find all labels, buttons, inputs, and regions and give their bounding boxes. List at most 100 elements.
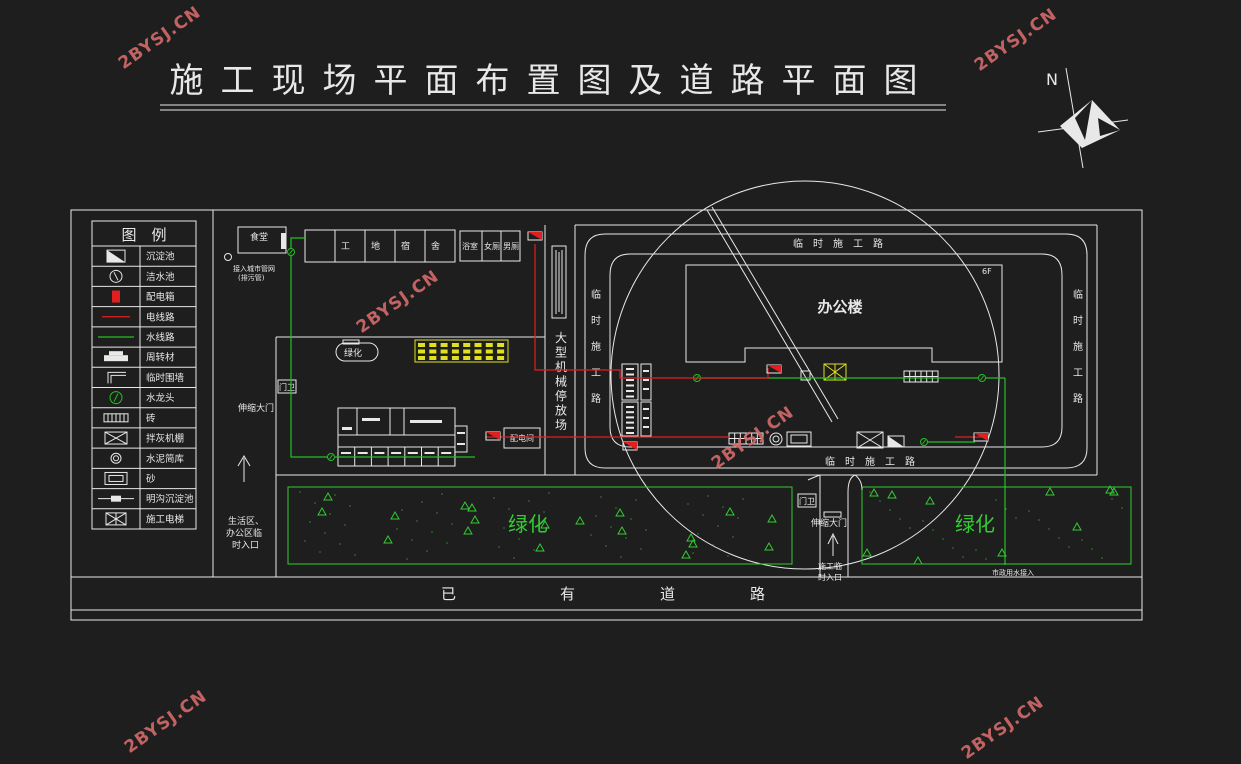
tree-icon [862,547,872,557]
svg-text:生活区、: 生活区、 [228,515,264,527]
tree-icon [390,510,400,520]
svg-text:办公区临: 办公区临 [226,527,262,539]
temp-road-inner [609,253,1063,448]
svg-text:宿: 宿 [401,240,410,252]
construction-lift [823,363,847,381]
svg-text:时入口: 时入口 [232,539,259,551]
legend-row-temp-fence: 临时围墙 [92,371,196,388]
greening-plot-right: 绿化 [861,486,1132,565]
legend-row-faucet: 水龙头 [92,391,196,409]
legend-row-sand: 砂 [92,471,196,490]
sand-icon [104,471,128,485]
temp-road-outer [584,233,1088,469]
gate-guard-left: 门卫 [277,379,297,394]
legend-label: 临时围墙 [146,372,185,384]
legend-row-sediment-tank: 沉淀池 [92,249,196,267]
cement-store-icon [110,452,122,464]
turnover-material-stack [414,339,509,363]
clean-water-tank-icon [109,269,123,283]
svg-text:男厕: 男厕 [503,242,519,251]
svg-text:绿化: 绿化 [508,512,548,536]
legend-label: 水龙头 [146,392,175,404]
tree-markers [299,484,1123,565]
svg-text:接入城市管网: 接入城市管网 [233,264,275,273]
tree-icon [997,547,1007,557]
road-label-top: 临 时 施 工 路 [793,237,883,250]
processing-sheds [337,407,468,467]
tree-icon [681,549,691,559]
tree-icon [767,513,777,523]
legend-label: 拌灰机棚 [146,433,184,445]
faucet-icon [109,391,123,405]
telescopic-gate-left: 伸缩大门 [238,402,274,414]
sand-pile [786,431,812,447]
road-char: 路 [1073,392,1083,405]
road-char: 工 [591,368,601,379]
canteen: 食堂 接入城市管网 (排污管) [224,226,287,282]
gate-guard-right: 门卫 [799,496,815,506]
svg-text:女厕: 女厕 [484,241,500,251]
brick-icon [103,413,129,423]
tree-icon [575,515,585,525]
turnover-material-icon [104,351,128,362]
legend-row-clean-water-tank: 洁水池 [92,269,196,287]
mixer-shed-icon [856,431,884,449]
machine-yard-char: 机 [555,360,567,374]
tree-icon [617,525,627,535]
sediment-tank-icon [887,435,905,448]
svg-text:施工临: 施工临 [818,561,842,571]
tree-icon [764,541,774,551]
living-entry-label: 生活区、 办公区临 时入口 [226,515,264,551]
svg-text:6F: 6F [982,267,992,276]
legend-label: 砖 [146,412,156,424]
machine-yard-char: 场 [555,418,567,432]
bath-and-toilets: 浴室 女厕 男厕 [459,230,521,262]
svg-text:路: 路 [750,585,765,603]
tree-icon [887,489,897,499]
road-char: 时 [591,315,601,327]
legend-label: 配电箱 [146,291,175,303]
cement-store-icon [769,432,783,446]
legend-label: 周转材 [146,352,175,364]
legend-label: 施工电梯 [146,513,185,525]
machine-yard-char: 大 [555,331,567,345]
office-building: 6F 办公楼 [685,264,1003,363]
brick-pile-right [903,370,939,383]
svg-text:配电间: 配电间 [510,433,534,443]
site-boundary [70,209,1143,621]
tree-icon [869,487,879,497]
svg-text:工: 工 [341,242,350,252]
legend-label: 沉淀池 [146,251,175,263]
machine-yard-char: 停 [555,388,567,403]
material-racks [621,363,652,437]
legend-header: 图 例 [121,226,166,244]
svg-text:已: 已 [441,585,456,603]
construction-gate-area: 门卫 伸缩大门 施工临 时入口 [797,474,856,582]
legend-row-water-line: 水线路 [92,331,196,348]
road-char: 时 [1073,315,1083,327]
tree-icon [688,538,698,548]
legend: 图 例 沉淀池洁水池配电箱电线路水线路周转材临时围墙水龙头砖拌灰机棚水泥简库砂明… [91,220,197,530]
svg-text:办公楼: 办公楼 [817,298,862,316]
power-room: 配电间 [503,427,541,449]
tree-icon [1109,486,1119,496]
sediment-tank-icon [106,249,126,263]
legend-row-distribution-box: 配电箱 [92,290,196,308]
tree-icon [535,542,545,552]
brick-pile-bottom [728,432,764,445]
greening-plot-left: 绿化 [287,486,793,565]
tower-crane [610,180,1000,570]
legend-label: 水泥简库 [146,453,185,465]
temp-fence-icon [107,371,126,384]
greening-small-plot: 绿化 [335,339,379,362]
water-pipeline [287,237,1006,565]
svg-text:道: 道 [660,585,675,603]
legend-row-brick: 砖 [92,412,196,429]
svg-text:门卫: 门卫 [279,382,295,392]
drawing-title: 施工现场平面布置图及道路平面图 [170,61,935,101]
tree-icon [725,506,735,516]
living-entry-arrow [237,455,251,482]
